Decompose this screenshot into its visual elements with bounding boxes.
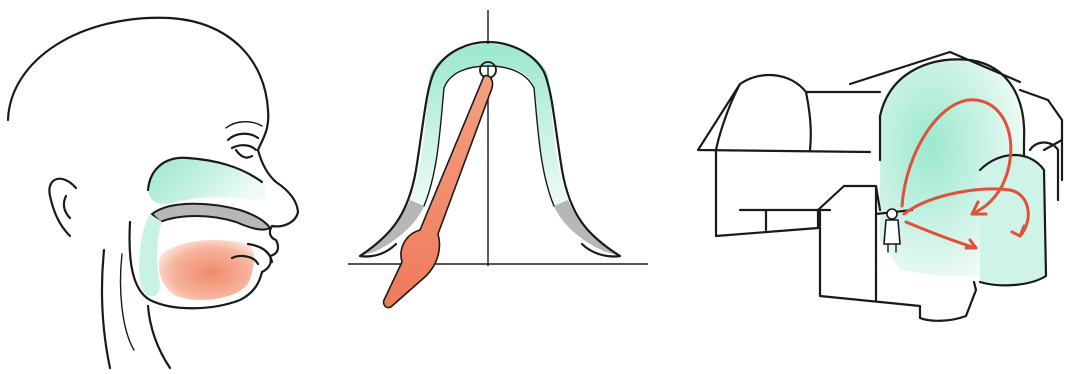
church-illustration: [680, 0, 1069, 374]
ear: [49, 179, 76, 236]
bell-shell-grey: [360, 200, 620, 256]
nave-left: [698, 75, 880, 236]
eye: [228, 134, 258, 158]
nasal-cavity: [148, 158, 266, 204]
bell-illustration: [330, 0, 660, 374]
palate: [152, 204, 270, 230]
apse-right: [980, 155, 1046, 285]
bell-shell-teal: [410, 44, 568, 206]
head-profile-illustration: [0, 0, 320, 374]
oral-cavity: [159, 240, 254, 300]
